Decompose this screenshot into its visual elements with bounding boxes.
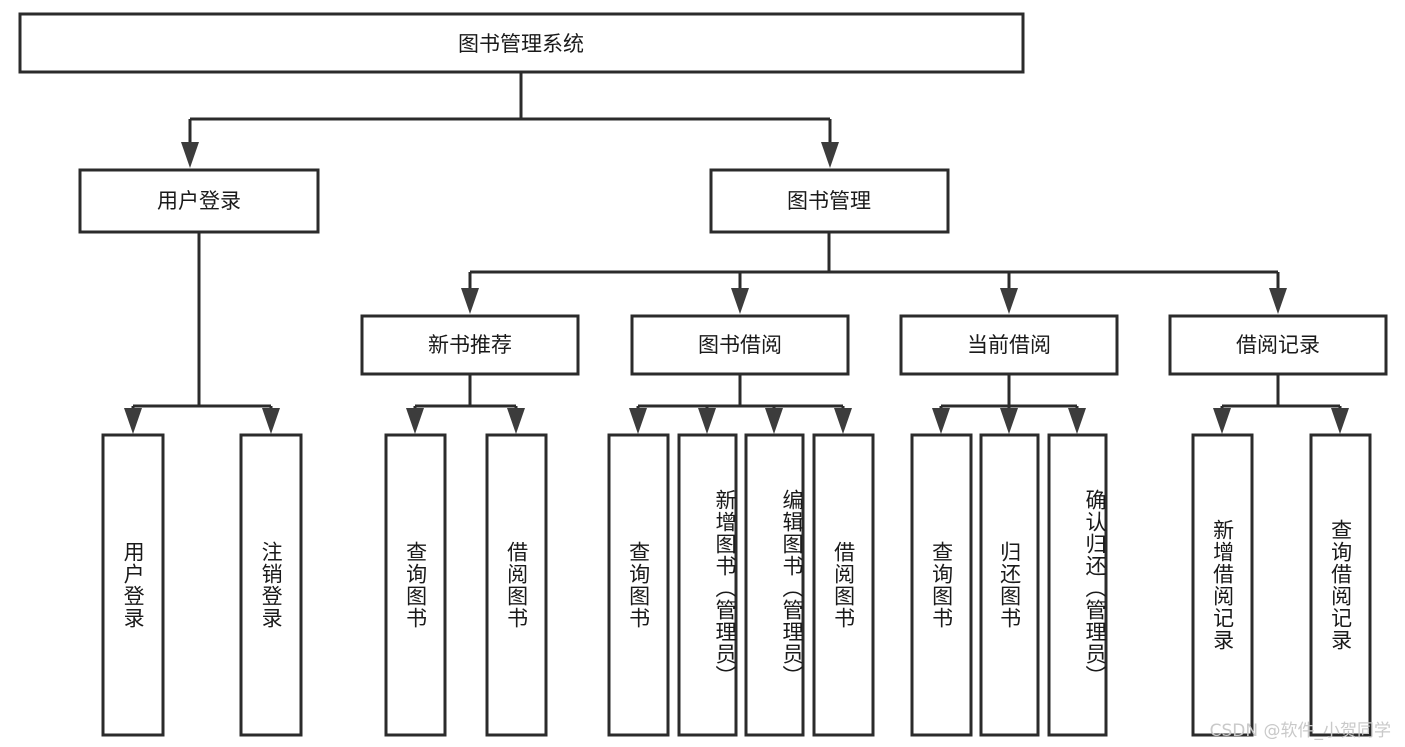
borrow-record-label: 借阅记录 bbox=[1236, 333, 1320, 357]
leaf-box-bb-1[interactable] bbox=[677, 433, 738, 737]
leaf-box-cb-0[interactable] bbox=[910, 433, 973, 737]
arrow-leaf-ul-1 bbox=[262, 408, 280, 434]
leaf-box-bb-0[interactable] bbox=[607, 433, 670, 737]
leaf-box-nb-0[interactable] bbox=[384, 433, 447, 737]
book-borrow-box[interactable] bbox=[630, 314, 850, 376]
arrow-l3-3 bbox=[1269, 288, 1287, 314]
arrow-book-manage bbox=[821, 142, 839, 168]
arrow-leaf-br-1 bbox=[1331, 408, 1349, 434]
leaf-box-cb-2[interactable] bbox=[1047, 433, 1108, 737]
arrow-leaf-ul-0 bbox=[124, 408, 142, 434]
arrow-leaf-cb-2 bbox=[1068, 408, 1086, 434]
arrow-leaf-bb-2 bbox=[765, 408, 783, 434]
borrow-record-box[interactable] bbox=[1168, 314, 1388, 376]
arrow-user-login bbox=[181, 142, 199, 168]
arrow-leaf-bb-1 bbox=[698, 408, 716, 434]
book-borrow-label: 图书借阅 bbox=[698, 333, 782, 357]
user-login-label: 用户登录 bbox=[157, 189, 241, 213]
arrow-leaf-nb-1 bbox=[507, 408, 525, 434]
node-current-borrow[interactable]: 当前借阅 bbox=[899, 314, 1119, 376]
leaf-box-br-0[interactable] bbox=[1191, 433, 1254, 737]
book-manage-label: 图书管理 bbox=[787, 189, 871, 213]
node-new-book[interactable]: 新书推荐 bbox=[360, 314, 580, 376]
arrow-leaf-cb-0 bbox=[932, 408, 950, 434]
new-book-box[interactable] bbox=[360, 314, 580, 376]
leaf-box-nb-1[interactable] bbox=[485, 433, 548, 737]
leaf-box-bb-2[interactable] bbox=[744, 433, 805, 737]
arrow-l3-0 bbox=[461, 288, 479, 314]
leaf-box-cb-1[interactable] bbox=[979, 433, 1040, 737]
arrow-l3-1 bbox=[731, 288, 749, 314]
node-book-borrow[interactable]: 图书借阅 bbox=[630, 314, 850, 376]
node-book-manage[interactable]: 图书管理 bbox=[709, 168, 950, 234]
current-borrow-box[interactable] bbox=[899, 314, 1119, 376]
arrow-leaf-bb-3 bbox=[834, 408, 852, 434]
leaf-box-br-1[interactable] bbox=[1309, 433, 1372, 737]
root-label: 图书管理系统 bbox=[458, 32, 584, 56]
leaf-box-ul-1[interactable] bbox=[239, 433, 303, 737]
arrow-leaf-nb-0 bbox=[406, 408, 424, 434]
arrow-leaf-bb-0 bbox=[629, 408, 647, 434]
node-user-login[interactable]: 用户登录 bbox=[78, 168, 320, 234]
node-borrow-record[interactable]: 借阅记录 bbox=[1168, 314, 1388, 376]
node-root[interactable]: 图书管理系统 bbox=[18, 12, 1025, 74]
new-book-label: 新书推荐 bbox=[428, 333, 512, 357]
root-box[interactable] bbox=[18, 12, 1025, 74]
book-manage-box[interactable] bbox=[709, 168, 950, 234]
arrow-leaf-br-0 bbox=[1213, 408, 1231, 434]
arrow-leaf-cb-1 bbox=[1000, 408, 1018, 434]
leaf-box-bb-3[interactable] bbox=[812, 433, 875, 737]
leaf-box-ul-0[interactable] bbox=[101, 433, 165, 737]
current-borrow-label: 当前借阅 bbox=[967, 333, 1051, 357]
arrow-l3-2 bbox=[1000, 288, 1018, 314]
